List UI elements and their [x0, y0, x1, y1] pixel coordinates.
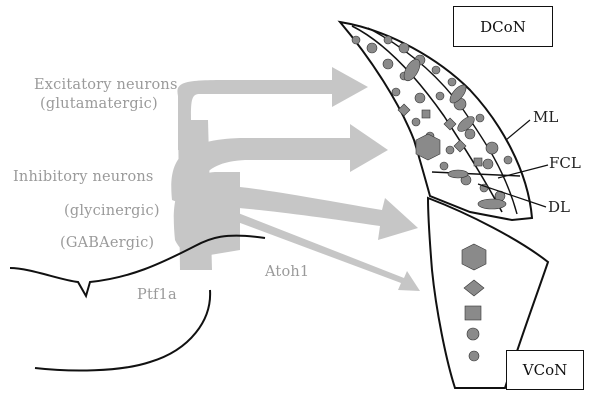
cell-round [465, 129, 475, 139]
cell-round [504, 156, 512, 164]
cell-round [467, 328, 479, 340]
cell-round [383, 59, 393, 69]
cell-round [432, 66, 440, 74]
dorsal-cochlear-nucleus [340, 22, 532, 220]
cell-round [399, 43, 409, 53]
cell-round [448, 78, 456, 86]
cell-polygon [416, 134, 440, 160]
ml-label: ML [533, 110, 558, 125]
excitatory-subtitle: (glutamatergic) [40, 97, 158, 112]
cell-square [422, 110, 430, 118]
dl-label: DL [548, 200, 570, 215]
cell-round [446, 146, 454, 154]
cell-round [415, 93, 425, 103]
inhibitory-gabaergic: (GABAergic) [60, 236, 154, 251]
cell-hexagon [462, 244, 486, 270]
cell-fusiform [448, 170, 468, 178]
cell-round [367, 43, 377, 53]
cell-round [352, 36, 360, 44]
ptf1a-label: Ptf1a [137, 288, 177, 303]
cell-round [476, 114, 484, 122]
cell-round [483, 159, 493, 169]
dcon-label: DCoN [453, 6, 553, 47]
arrow-trunk-joint [174, 172, 240, 256]
atoh1-label: Atoh1 [265, 265, 309, 280]
leader-ml [506, 120, 530, 140]
cell-round [486, 142, 498, 154]
cell-round [412, 118, 420, 126]
excitatory-title: Excitatory neurons [34, 78, 178, 93]
inhibitory-title: Inhibitory neurons [13, 170, 154, 185]
hindbrain-lower-outline [35, 290, 210, 370]
cell-round [384, 36, 392, 44]
cell-round [440, 162, 448, 170]
cell-round [436, 92, 444, 100]
cell-round [392, 88, 400, 96]
cell-round [469, 351, 479, 361]
inhibitory-glycinergic: (glycinergic) [64, 204, 160, 219]
vcon-label: VCoN [506, 350, 584, 390]
migration-arrows [171, 67, 420, 291]
cell-fusiform [478, 199, 506, 209]
fcl-label: FCL [549, 156, 581, 171]
cell-square [474, 158, 482, 166]
cell-square [465, 306, 481, 320]
